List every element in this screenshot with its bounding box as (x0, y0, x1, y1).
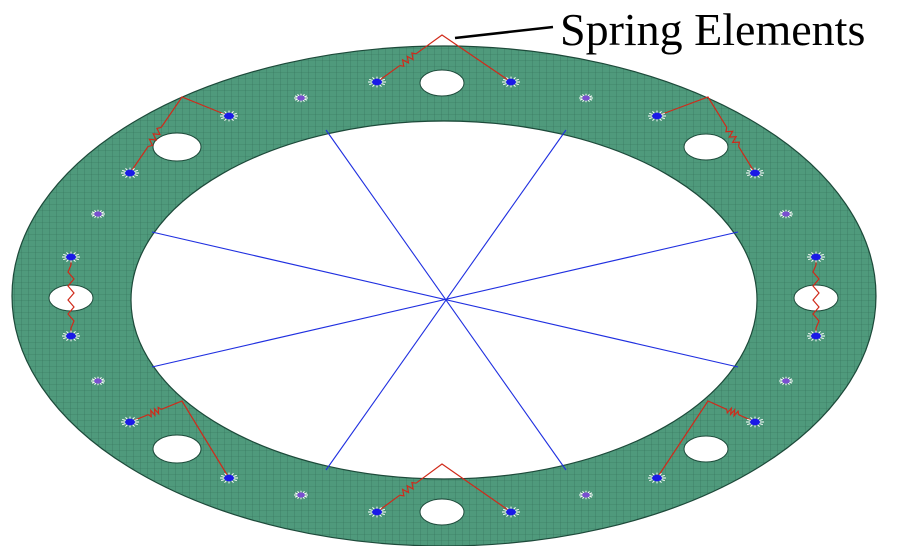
node-core (582, 95, 590, 101)
spokes (151, 129, 739, 471)
bolt-hole (683, 435, 729, 463)
node-core (582, 492, 590, 498)
blue-node (746, 167, 764, 179)
spring-lead (415, 463, 512, 513)
node-core (782, 211, 790, 217)
ring-inner-edge (130, 120, 758, 480)
bolt-hole (419, 498, 465, 526)
node-core (297, 95, 305, 101)
blue-node (121, 416, 139, 428)
blue-node (648, 472, 666, 484)
node-core (811, 332, 821, 340)
spring-lead (738, 146, 756, 174)
purple-node (91, 209, 105, 219)
purple-node (294, 490, 308, 500)
blue-node (807, 330, 825, 342)
spring-lead (376, 65, 401, 83)
node-core (224, 474, 234, 482)
spring-coil (399, 481, 417, 497)
bolt-hole (419, 69, 465, 97)
node-core (224, 112, 234, 120)
spring-coil (147, 406, 162, 418)
purple-node (579, 490, 593, 500)
blue-node (746, 416, 764, 428)
blue-node (502, 506, 520, 518)
node-core (811, 253, 821, 261)
blue-node (121, 167, 139, 179)
node-core (652, 474, 662, 482)
spring-lead (656, 96, 728, 128)
blue-node (62, 251, 80, 263)
spring-lead (160, 400, 230, 479)
purple-node (91, 376, 105, 386)
node-core (66, 332, 76, 340)
bolt-hole (152, 132, 202, 162)
purple-node (779, 376, 793, 386)
spring-lead (160, 96, 230, 128)
spring-coil (725, 127, 741, 147)
node-core (125, 169, 135, 177)
spring-elements-label: Spring Elements (560, 4, 866, 55)
node-core (652, 112, 662, 120)
purple-node (294, 93, 308, 103)
blue-node (648, 110, 666, 122)
spring-coil (148, 126, 162, 147)
node-core (66, 253, 76, 261)
node-core (94, 378, 102, 384)
node-core (94, 211, 102, 217)
flange-ring (11, 45, 877, 546)
node-core (750, 418, 760, 426)
spring-elements (67, 34, 820, 513)
node-core (372, 508, 382, 516)
node-core (506, 508, 516, 516)
node-core (372, 78, 382, 86)
spring-lead (656, 400, 728, 479)
blue-node (502, 76, 520, 88)
purple-node (579, 93, 593, 103)
node-core (750, 169, 760, 177)
blue-node (368, 76, 386, 88)
blue-node (807, 251, 825, 263)
spring-coil (399, 52, 417, 68)
constraint-nodes (62, 76, 825, 518)
node-core (297, 492, 305, 498)
bolt-holes (48, 69, 839, 526)
blue-node (220, 472, 238, 484)
spring-lead (129, 146, 149, 174)
purple-node (779, 209, 793, 219)
node-core (782, 378, 790, 384)
ring-outer-edge (11, 45, 877, 546)
spring-lead (415, 34, 512, 83)
bolt-hole (152, 434, 202, 464)
node-core (125, 418, 135, 426)
node-core (506, 78, 516, 86)
annotation-leader-line (454, 25, 554, 40)
bolt-hole (683, 133, 729, 161)
blue-node (62, 330, 80, 342)
spring-coil (812, 264, 820, 329)
spring-lead (376, 494, 401, 513)
blue-node (220, 110, 238, 122)
spoke-line (151, 231, 739, 368)
spring-coil (726, 406, 740, 418)
spring-coil (67, 264, 75, 329)
blue-node (368, 506, 386, 518)
